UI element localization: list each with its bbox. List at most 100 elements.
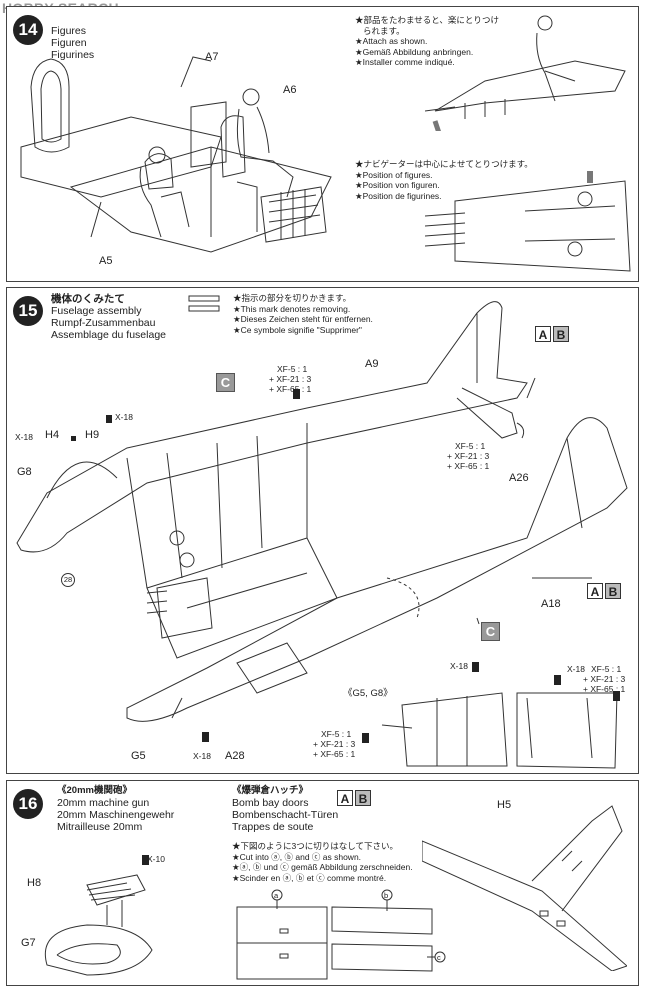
screw-label: X-18 bbox=[115, 412, 133, 422]
part-a-marker: a bbox=[274, 891, 279, 900]
step-titles: フィギュアの取り付け Figures Figuren Figurines bbox=[51, 13, 156, 61]
title-en: Fuselage assembly bbox=[51, 305, 142, 317]
part-label-h4: H4 bbox=[45, 429, 60, 441]
version-badge-c: C bbox=[481, 622, 500, 641]
step-titles: 機体のくみたて Fuselage assembly Rumpf-Zusammen… bbox=[51, 293, 166, 341]
badge-b: B bbox=[553, 326, 569, 342]
step-14-panel: 14 フィギュアの取り付け Figures Figuren Figurines … bbox=[6, 6, 639, 282]
version-badge: A B bbox=[587, 583, 621, 600]
note-line: ★This mark denotes removing. bbox=[233, 303, 351, 314]
title-fr: Assemblage du fuselage bbox=[51, 329, 166, 341]
part-label-g5: G5 bbox=[131, 750, 146, 762]
note-line: ★指示の部分を切りかきます。 bbox=[233, 293, 352, 303]
note-line: ★Scinder en ⓐ, ⓑ et ⓒ comme montré. bbox=[232, 872, 387, 883]
note-line: ★Ce symbole signifie "Supprimer" bbox=[233, 324, 362, 335]
fuselage-assembly-illustration bbox=[16, 301, 628, 769]
part-label-a7: A7 bbox=[205, 51, 219, 63]
cut-note: ★下図のように3つに切りはなして下さい。 ★Cut into ⓐ, ⓑ and … bbox=[232, 841, 413, 883]
part-label-a28: A28 bbox=[225, 750, 245, 762]
part-label-a5: A5 bbox=[99, 255, 113, 267]
screw-label: X-18 bbox=[15, 432, 33, 442]
part-label-h9: H9 bbox=[85, 429, 100, 441]
paint-line: + XF-21 : 3 bbox=[269, 374, 312, 384]
title-de: Rumpf-Zusammenbau bbox=[51, 317, 156, 329]
note-line: ★Dieses Zeichen steht für entfernen. bbox=[233, 314, 373, 324]
title-jp: フィギュアの取り付け bbox=[51, 13, 156, 25]
part-label-a26: A26 bbox=[509, 472, 529, 484]
note-line: ★Installer comme indiqué. bbox=[355, 57, 455, 67]
screw-label: X-18 bbox=[450, 661, 468, 671]
note-line: ★Position of figures. bbox=[355, 169, 433, 180]
part-label-g8: G8 bbox=[17, 466, 32, 478]
paint-line: XF-5 : 1 bbox=[277, 364, 308, 374]
step-number: 15 bbox=[13, 296, 43, 326]
title-en: Figures bbox=[51, 25, 87, 37]
title-de: Bombenschacht-Türen bbox=[232, 809, 339, 821]
part-label-h5: H5 bbox=[497, 799, 512, 811]
paint-line: + XF-21 : 3 bbox=[583, 674, 626, 684]
title-de: Figuren bbox=[51, 37, 87, 49]
gun-titles: 《20mm機関砲》 20mm machine gun 20mm Maschine… bbox=[57, 785, 174, 833]
step-number: 16 bbox=[13, 789, 43, 819]
part-label-a6: A6 bbox=[283, 84, 297, 96]
note-line: ★ⓐ, ⓑ und ⓒ gemäß Abbildung zerschneiden… bbox=[232, 862, 413, 872]
paint-line: + XF-21 : 3 bbox=[313, 739, 356, 749]
badge-a: A bbox=[587, 583, 603, 599]
badge-b: B bbox=[355, 790, 371, 806]
title-jp: 《20mm機関砲》 bbox=[57, 785, 132, 796]
note-line: ★Position von figuren. bbox=[355, 180, 440, 190]
paint-line: + XF-65 : 1 bbox=[447, 461, 490, 471]
badge-a: A bbox=[535, 326, 551, 342]
badge-b: B bbox=[605, 583, 621, 599]
paint-line: + XF-21 : 3 bbox=[447, 451, 490, 461]
part-label-h8: H8 bbox=[27, 877, 42, 889]
detail-label-g5-g8: 《G5, G8》 bbox=[343, 688, 393, 699]
title-fr: Trappes de soute bbox=[232, 821, 314, 833]
bay-titles: 《爆弾倉ハッチ》 Bomb bay doors Bombenschacht-Tü… bbox=[232, 785, 338, 833]
note-line: ★部品をたわませると、楽にとりつけ bbox=[355, 15, 499, 25]
note-line: ★Position de figurines. bbox=[355, 190, 442, 201]
paint-line: + XF-65 : 1 bbox=[583, 684, 626, 694]
version-badge: A B bbox=[535, 326, 569, 343]
title-en: Bomb bay doors bbox=[232, 797, 309, 809]
cut-note: ★指示の部分を切りかきます。 ★This mark denotes removi… bbox=[233, 293, 373, 335]
cut-mark-icon bbox=[188, 295, 220, 312]
step-15-panel: 15 機体のくみたて Fuselage assembly Rumpf-Zusam… bbox=[6, 287, 639, 774]
paint-line: + XF-65 : 1 bbox=[269, 384, 312, 394]
note-line: ★Attach as shown. bbox=[355, 36, 428, 46]
paint-callout: XF-5 : 1 + XF-21 : 3 + XF-65 : 1 bbox=[269, 364, 311, 394]
reference-step-28: 28 bbox=[61, 573, 75, 587]
step-16-panel: 16 《20mm機関砲》 20mm machine gun 20mm Masch… bbox=[6, 780, 639, 986]
note-line: られます。 bbox=[363, 25, 405, 36]
paint-line: XF-5 : 1 bbox=[591, 664, 622, 674]
title-fr: Mitrailleuse 20mm bbox=[57, 821, 143, 833]
title-de: 20mm Maschinengewehr bbox=[57, 809, 175, 821]
version-badge-c: C bbox=[216, 373, 235, 392]
part-label-a18: A18 bbox=[541, 598, 561, 610]
paint-callout: XF-5 : 1 + XF-21 : 3 + XF-65 : 1 bbox=[447, 441, 489, 471]
title-jp: 機体のくみたて bbox=[51, 293, 125, 305]
paint-callout: XF-5 : 1 + XF-21 : 3 + XF-65 : 1 bbox=[313, 729, 355, 759]
paint-callout: XF-5 : 1 + XF-21 : 3 + XF-65 : 1 bbox=[583, 664, 625, 694]
bomb-bay-parts-illustration bbox=[236, 889, 446, 980]
figure-detail-top-view bbox=[425, 171, 631, 272]
title-fr: Figurines bbox=[51, 49, 95, 61]
machine-gun-illustration bbox=[45, 855, 153, 976]
note-line: ★Cut into ⓐ, ⓑ and ⓒ as shown. bbox=[232, 851, 362, 862]
screw-label: X-18 bbox=[193, 751, 211, 761]
figure-detail-side-view bbox=[425, 15, 626, 131]
title-en: 20mm machine gun bbox=[57, 797, 150, 809]
paint-line: + XF-65 : 1 bbox=[313, 749, 356, 759]
part-label-a9: A9 bbox=[365, 358, 379, 370]
bomb-bay-doors-illustration bbox=[422, 805, 627, 971]
version-badge: A B bbox=[337, 790, 371, 807]
note-line: ★Gemäß Abbildung anbringen. bbox=[355, 46, 474, 57]
screw-label: X-10 bbox=[147, 854, 165, 864]
note-line: ★下図のように3つに切りはなして下さい。 bbox=[232, 841, 398, 851]
badge-a: A bbox=[337, 790, 353, 806]
position-note: ★ナビゲーターは中心によせてとりつけます。 ★Position of figur… bbox=[355, 159, 533, 201]
part-c-marker: c bbox=[437, 953, 441, 962]
part-label-g7: G7 bbox=[21, 937, 36, 949]
paint-line: XF-5 : 1 bbox=[455, 441, 486, 451]
paint-line: XF-5 : 1 bbox=[321, 729, 352, 739]
